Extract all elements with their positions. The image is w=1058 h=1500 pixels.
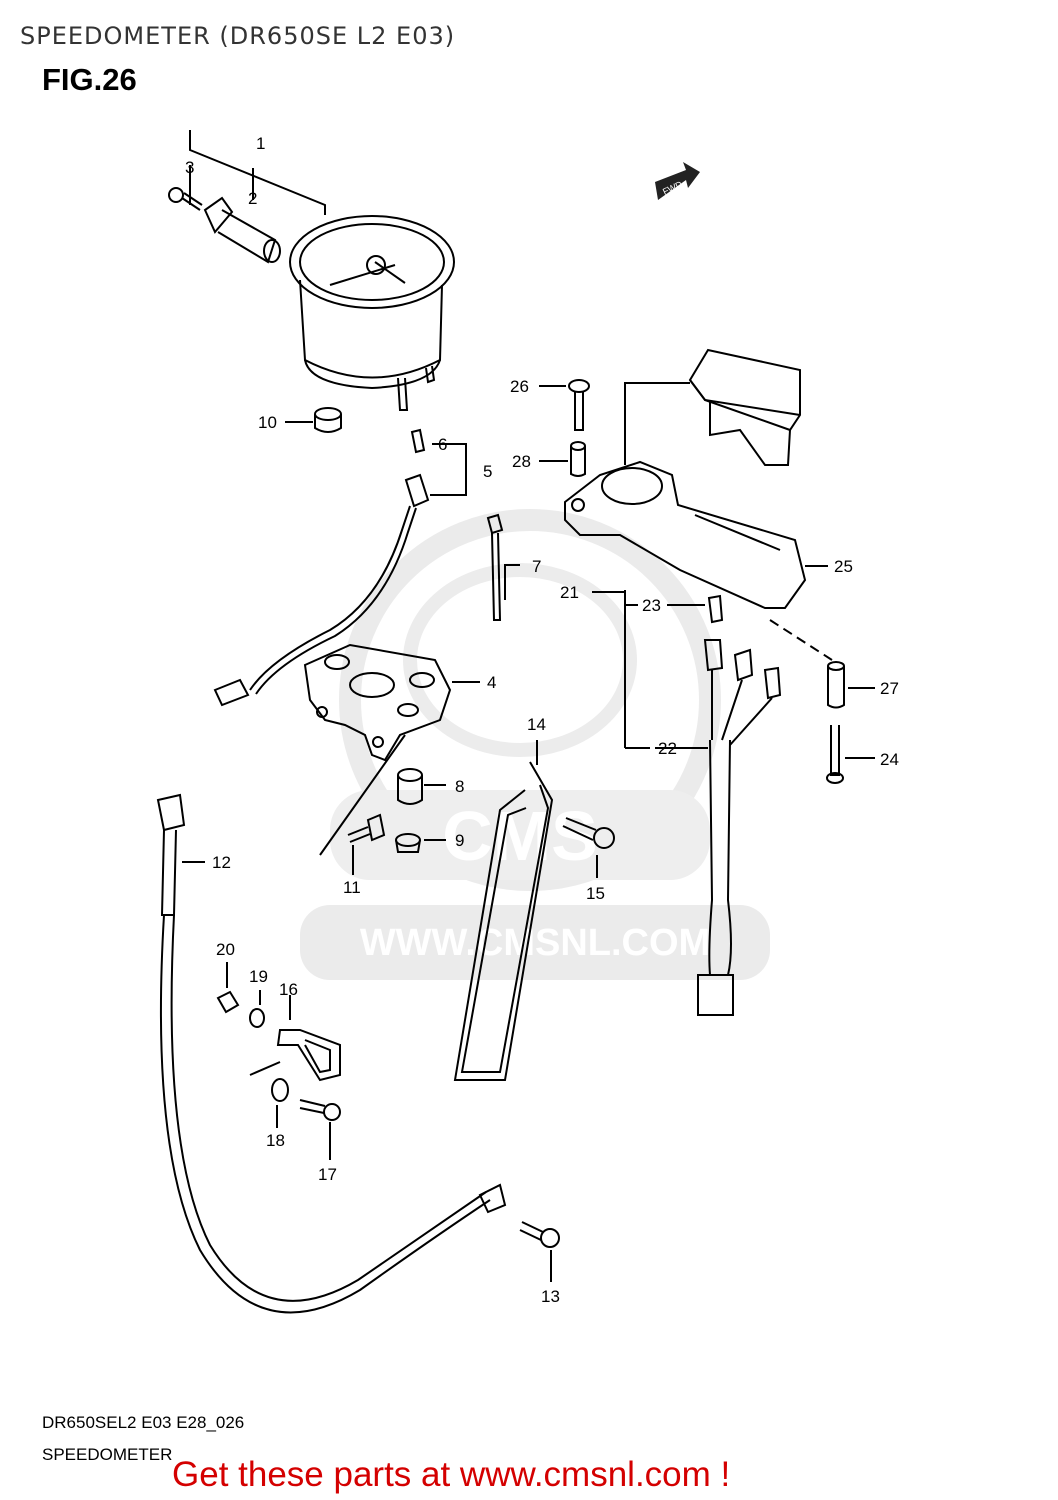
fwd-arrow-icon: FWD	[655, 162, 700, 200]
screw-26-part	[568, 379, 590, 431]
callout-27: 27	[880, 679, 899, 698]
indicator-housing-part	[564, 460, 807, 609]
nut-small-part	[216, 990, 240, 1014]
figure-label: FIG.26	[42, 62, 137, 97]
diagram-name: SPEEDOMETER	[42, 1445, 173, 1464]
spacer-28-part	[570, 441, 586, 477]
callout-14: 14	[527, 715, 546, 734]
callout-21: 21	[560, 583, 579, 602]
callout-11: 11	[343, 878, 361, 897]
screw-part	[168, 187, 203, 211]
callout-4: 4	[487, 673, 496, 692]
callout-23: 23	[642, 596, 661, 615]
screw-24-part	[826, 725, 844, 784]
watermark: CMS WWW.CMSNL.COM	[300, 509, 770, 980]
callout-19: 19	[249, 967, 268, 986]
callout-13: 13	[541, 1287, 560, 1306]
watermark-url: WWW.CMSNL.COM	[360, 922, 710, 964]
callout-8: 8	[455, 777, 464, 796]
watermark-logo: CMS	[442, 797, 598, 875]
guide-bolt-part	[562, 817, 615, 849]
callout-7: 7	[532, 557, 541, 576]
cap-part	[314, 407, 342, 433]
washer-part	[249, 1008, 289, 1102]
callout-26: 26	[510, 377, 529, 396]
speedometer-part	[289, 215, 455, 411]
nut-part	[395, 833, 421, 853]
wire-harness-part	[697, 639, 782, 1016]
callout-25: 25	[834, 557, 853, 576]
spacer-27-part	[827, 661, 845, 709]
callout-16: 16	[279, 980, 298, 999]
callout-2: 2	[248, 189, 257, 208]
reset-knob-part	[203, 196, 281, 264]
callout-24: 24	[880, 750, 899, 769]
cable-tie-part	[486, 513, 504, 621]
cable-clamp-part	[276, 1029, 341, 1082]
promo-link[interactable]: Get these parts at www.cmsnl.com !	[172, 1455, 731, 1494]
indicator-bulb-part	[707, 594, 724, 624]
callout-17: 17	[318, 1165, 337, 1184]
callouts: 1 2 3 4 5 6 7 8 9 10 11 12 13 14 15 16 1…	[185, 134, 899, 1306]
callout-28: 28	[512, 452, 531, 471]
grommet-part	[397, 768, 423, 805]
callout-3: 3	[185, 158, 194, 177]
callout-6: 6	[438, 435, 447, 454]
cable-guide-part	[453, 761, 554, 1081]
screw-13-part	[519, 1221, 560, 1248]
meter-bracket-part	[303, 643, 452, 762]
callout-15: 15	[586, 884, 605, 903]
callout-9: 9	[455, 831, 464, 850]
callout-1: 1	[256, 134, 265, 153]
callout-12: 12	[212, 853, 231, 872]
bolt-part	[347, 813, 386, 843]
callout-22: 22	[658, 739, 677, 758]
callout-20: 20	[216, 940, 235, 959]
speedometer-cable-part	[156, 793, 507, 1314]
diagram-code: DR650SEL2 E03 E28_026	[42, 1413, 245, 1432]
callout-10: 10	[258, 413, 277, 432]
callout-18: 18	[266, 1131, 285, 1150]
page-title: SPEEDOMETER (DR650SE L2 E03)	[20, 22, 456, 50]
callout-5: 5	[483, 462, 492, 481]
clamp-screw-part	[299, 1099, 341, 1121]
indicator-lens-part	[688, 348, 801, 466]
bulb-socket-part	[213, 428, 430, 707]
